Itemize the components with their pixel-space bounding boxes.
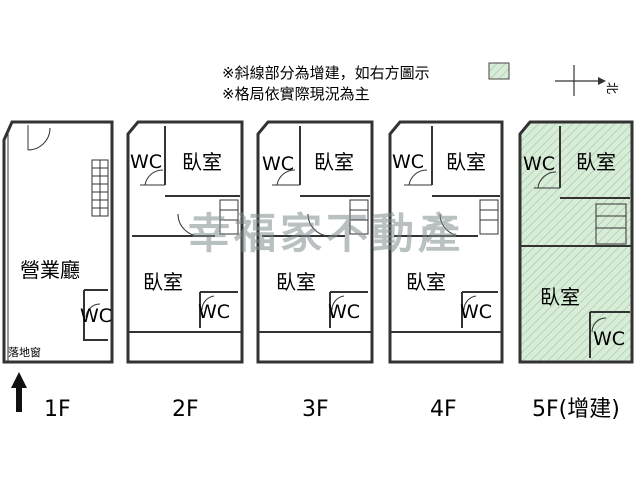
floor-1f: 營業廳 WC 落地窗 1F <box>2 120 114 422</box>
room-wc-2f: WC <box>130 151 162 173</box>
floor-label-5f: 5F(增建) <box>532 397 620 422</box>
room-bedroom-front-2f: 臥室 <box>182 150 222 174</box>
entrance-arrow-icon <box>11 372 27 412</box>
note-layout: ※格局依實際現況為主 <box>222 85 370 103</box>
room-bedroom-rear-5f: 臥室 <box>540 285 580 309</box>
room-wc-5f: WC <box>523 153 555 175</box>
room-wc2-5f: WC <box>593 328 625 350</box>
floor-label-2f: 2F <box>172 397 199 422</box>
floor-label-4f: 4F <box>430 397 457 422</box>
room-wc-1f: WC <box>80 305 112 327</box>
note-addition: ※斜線部分為增建，如右方圖示 <box>222 64 430 82</box>
room-bedroom-front-5f: 臥室 <box>576 150 616 174</box>
room-sales-hall: 營業廳 <box>20 258 80 282</box>
floor-label-3f: 3F <box>302 397 329 422</box>
room-bedroom-rear-4f: 臥室 <box>406 270 446 294</box>
compass: 北 <box>555 65 619 96</box>
addition-swatch <box>488 62 510 80</box>
floor-4f: WC 臥室 臥室 WC 4F <box>388 120 504 422</box>
room-bedroom-front-4f: 臥室 <box>446 150 486 174</box>
room-bedroom-front-3f: 臥室 <box>314 150 354 174</box>
floor-3f: WC 臥室 臥室 WC 3F <box>256 120 374 422</box>
room-bedroom-rear-2f: 臥室 <box>143 270 183 294</box>
room-bedroom-rear-3f: 臥室 <box>276 270 316 294</box>
room-wc-3f: WC <box>262 153 294 175</box>
floor-5f: WC 臥室 臥室 WC 5F(增建) <box>518 120 634 422</box>
room-wc2-3f: WC <box>328 301 360 323</box>
room-wc-4f: WC <box>392 151 424 173</box>
floor-2f: WC 臥室 臥室 WC 2F <box>126 120 244 422</box>
label-french-window: 落地窗 <box>8 345 41 359</box>
watermark: 幸福家不動產 <box>188 209 464 258</box>
north-arrow-icon <box>598 77 606 85</box>
stairs-1f <box>91 159 109 217</box>
room-wc2-2f: WC <box>198 301 230 323</box>
floor-label-1f: 1F <box>44 397 71 422</box>
room-wc2-4f: WC <box>460 301 492 323</box>
compass-north-label: 北 <box>605 82 619 94</box>
